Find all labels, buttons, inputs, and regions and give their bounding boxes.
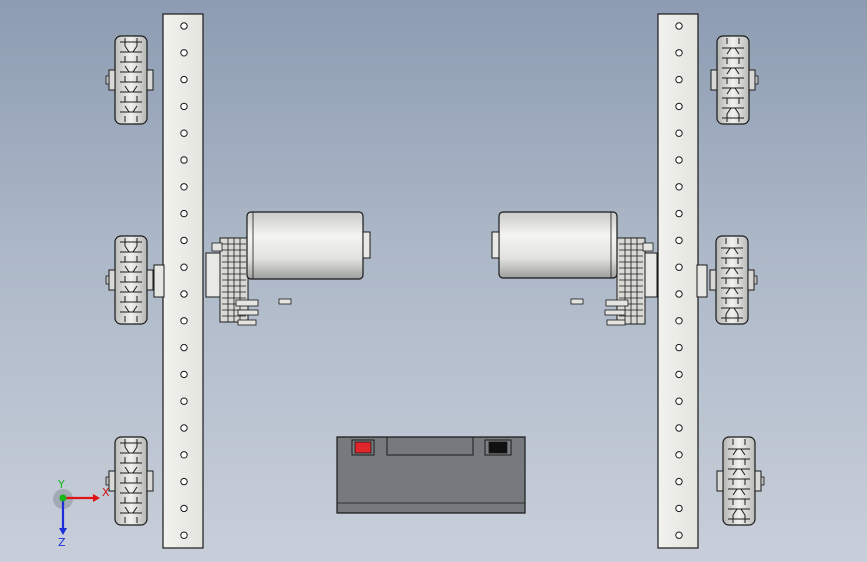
left-rail-hole [180, 209, 188, 218]
battery[interactable] [336, 436, 526, 514]
wheel-left-middle[interactable] [105, 235, 154, 325]
y-axis-dot [59, 494, 67, 502]
battery-negative-terminal [488, 441, 508, 454]
right-rail-hole [675, 370, 683, 379]
left-rail-hole [180, 370, 188, 379]
right-rail-hole [675, 102, 683, 111]
right-rail-hole [675, 531, 683, 539]
right-rail-hole [675, 451, 683, 459]
y-axis-label: Y [57, 480, 65, 491]
right-rail-holes [675, 22, 683, 539]
left-rail-hole [180, 75, 188, 84]
left-rail-hole [180, 317, 188, 325]
right-rail-hole [675, 183, 683, 191]
orientation-triad: X Y Z [53, 480, 110, 549]
right-rail-hole [675, 477, 683, 486]
right-rail[interactable] [657, 13, 699, 549]
left-rail-holes [180, 22, 188, 539]
left-rail-hole [180, 129, 188, 137]
left-rail-hole [180, 451, 188, 459]
left-rail-hole [180, 504, 188, 513]
wheel-right-middle[interactable] [709, 235, 758, 325]
left-rail-hole [180, 22, 188, 30]
right-rail-hole [675, 236, 683, 245]
left-rail-hole [180, 236, 188, 245]
x-axis-label: X [102, 486, 110, 499]
left-axle-stub [153, 264, 165, 298]
left-rail-hole [180, 49, 188, 57]
right-rail-hole [675, 424, 683, 432]
right-rail-hole [675, 49, 683, 57]
right-rail-hole [675, 343, 683, 352]
right-rail-hole [675, 290, 683, 298]
right-rail-hole [675, 504, 683, 513]
left-motor-assembly[interactable] [205, 211, 371, 326]
left-rail-hole [180, 477, 188, 486]
left-rail-hole [180, 343, 188, 352]
left-rail-hole [180, 263, 188, 271]
right-rail-hole [675, 75, 683, 84]
left-rail[interactable] [162, 13, 204, 549]
wheel-right-rear[interactable] [716, 436, 765, 526]
right-rail-hole [675, 22, 683, 30]
left-rail-hole [180, 102, 188, 111]
right-motor-assembly[interactable] [491, 211, 658, 326]
wheel-right-front[interactable] [710, 35, 759, 125]
left-rail-hole [180, 531, 188, 539]
wheel-left-front[interactable] [105, 35, 154, 125]
right-rail-hole [675, 129, 683, 137]
left-rail-hole [180, 397, 188, 405]
left-rail-hole [180, 290, 188, 298]
right-rail-hole [675, 397, 683, 405]
left-rail-hole [180, 156, 188, 164]
left-rail-hole [180, 424, 188, 432]
left-rail-hole [180, 183, 188, 191]
right-rail-hole [675, 317, 683, 325]
right-rail-hole [675, 209, 683, 218]
z-axis-label: Z [58, 536, 66, 549]
right-rail-hole [675, 263, 683, 271]
right-axle-stub [696, 264, 708, 298]
battery-positive-terminal [354, 441, 372, 454]
right-rail-hole [675, 156, 683, 164]
